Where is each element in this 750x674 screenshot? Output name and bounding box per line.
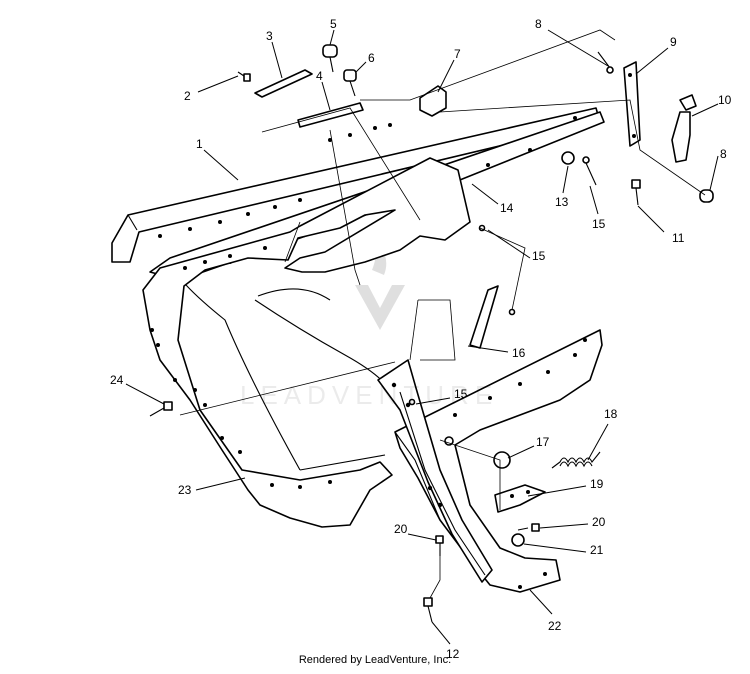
callout-4: 4 bbox=[316, 69, 323, 83]
part-15-rivets bbox=[408, 156, 597, 406]
part-7-clip bbox=[419, 85, 447, 117]
callout-12: 12 bbox=[446, 647, 460, 661]
part-20-screws bbox=[435, 523, 540, 556]
callout-2: 2 bbox=[184, 89, 191, 103]
callout-22: 22 bbox=[548, 619, 562, 633]
callout-6: 6 bbox=[368, 51, 375, 65]
callout-7: 7 bbox=[454, 47, 461, 61]
callout-23: 23 bbox=[178, 483, 192, 497]
callout-15b: 15 bbox=[532, 249, 546, 263]
part-18-spring bbox=[551, 451, 601, 469]
part-8-knob-upper bbox=[597, 51, 614, 74]
callout-24: 24 bbox=[110, 373, 124, 387]
part-24-screw bbox=[149, 401, 173, 417]
part-19-hinge-plate bbox=[494, 484, 546, 513]
callout-5: 5 bbox=[330, 17, 337, 31]
part-3-plate bbox=[254, 69, 313, 98]
callout-9: 9 bbox=[670, 35, 677, 49]
part-17-grommet bbox=[444, 436, 511, 469]
part-22-lower-panel bbox=[394, 329, 603, 593]
callout-21: 21 bbox=[590, 543, 604, 557]
part-16-bracket bbox=[469, 285, 499, 349]
part-9-vertical-bracket bbox=[623, 61, 641, 147]
callout-14: 14 bbox=[500, 201, 514, 215]
callout-8a: 8 bbox=[535, 17, 542, 31]
callout-3: 3 bbox=[266, 29, 273, 43]
callout-1: 1 bbox=[196, 137, 203, 151]
assembly-guide-lines bbox=[179, 29, 706, 599]
callout-20a: 20 bbox=[394, 522, 408, 536]
part-13-nut bbox=[561, 151, 575, 165]
render-credit: Rendered by LeadVenture, Inc. bbox=[298, 654, 452, 666]
part-4-strip bbox=[297, 102, 364, 128]
part-center-channel-bracket bbox=[377, 359, 493, 583]
part-8-knob-lower bbox=[699, 189, 714, 203]
part-6-bolt bbox=[343, 69, 357, 97]
callout-leader-lines bbox=[125, 29, 719, 645]
callout-20b: 20 bbox=[592, 515, 606, 529]
part-12-bolt bbox=[423, 597, 433, 623]
callout-17: 17 bbox=[536, 435, 550, 449]
part-21-nut bbox=[511, 533, 525, 547]
watermark-text: LEADVENTURE bbox=[240, 380, 499, 410]
callout-11: 11 bbox=[672, 231, 685, 245]
part-10-latch-handle bbox=[671, 94, 697, 163]
callout-labels: 1 2 3 4 5 6 7 8 9 10 8 11 13 14 15 15 16… bbox=[110, 17, 732, 661]
callout-18: 18 bbox=[604, 407, 618, 421]
callout-13: 13 bbox=[555, 195, 569, 209]
part-11-pin bbox=[631, 179, 641, 206]
callout-8b: 8 bbox=[720, 147, 727, 161]
callout-19: 19 bbox=[590, 477, 604, 491]
callout-10: 10 bbox=[718, 93, 732, 107]
callout-15a: 15 bbox=[592, 217, 606, 231]
callout-16: 16 bbox=[512, 346, 526, 360]
part-23-body-shell bbox=[142, 157, 471, 528]
part-2-screw bbox=[237, 71, 251, 82]
part-5-bolt bbox=[322, 44, 338, 73]
callout-15c: 15 bbox=[454, 387, 468, 401]
